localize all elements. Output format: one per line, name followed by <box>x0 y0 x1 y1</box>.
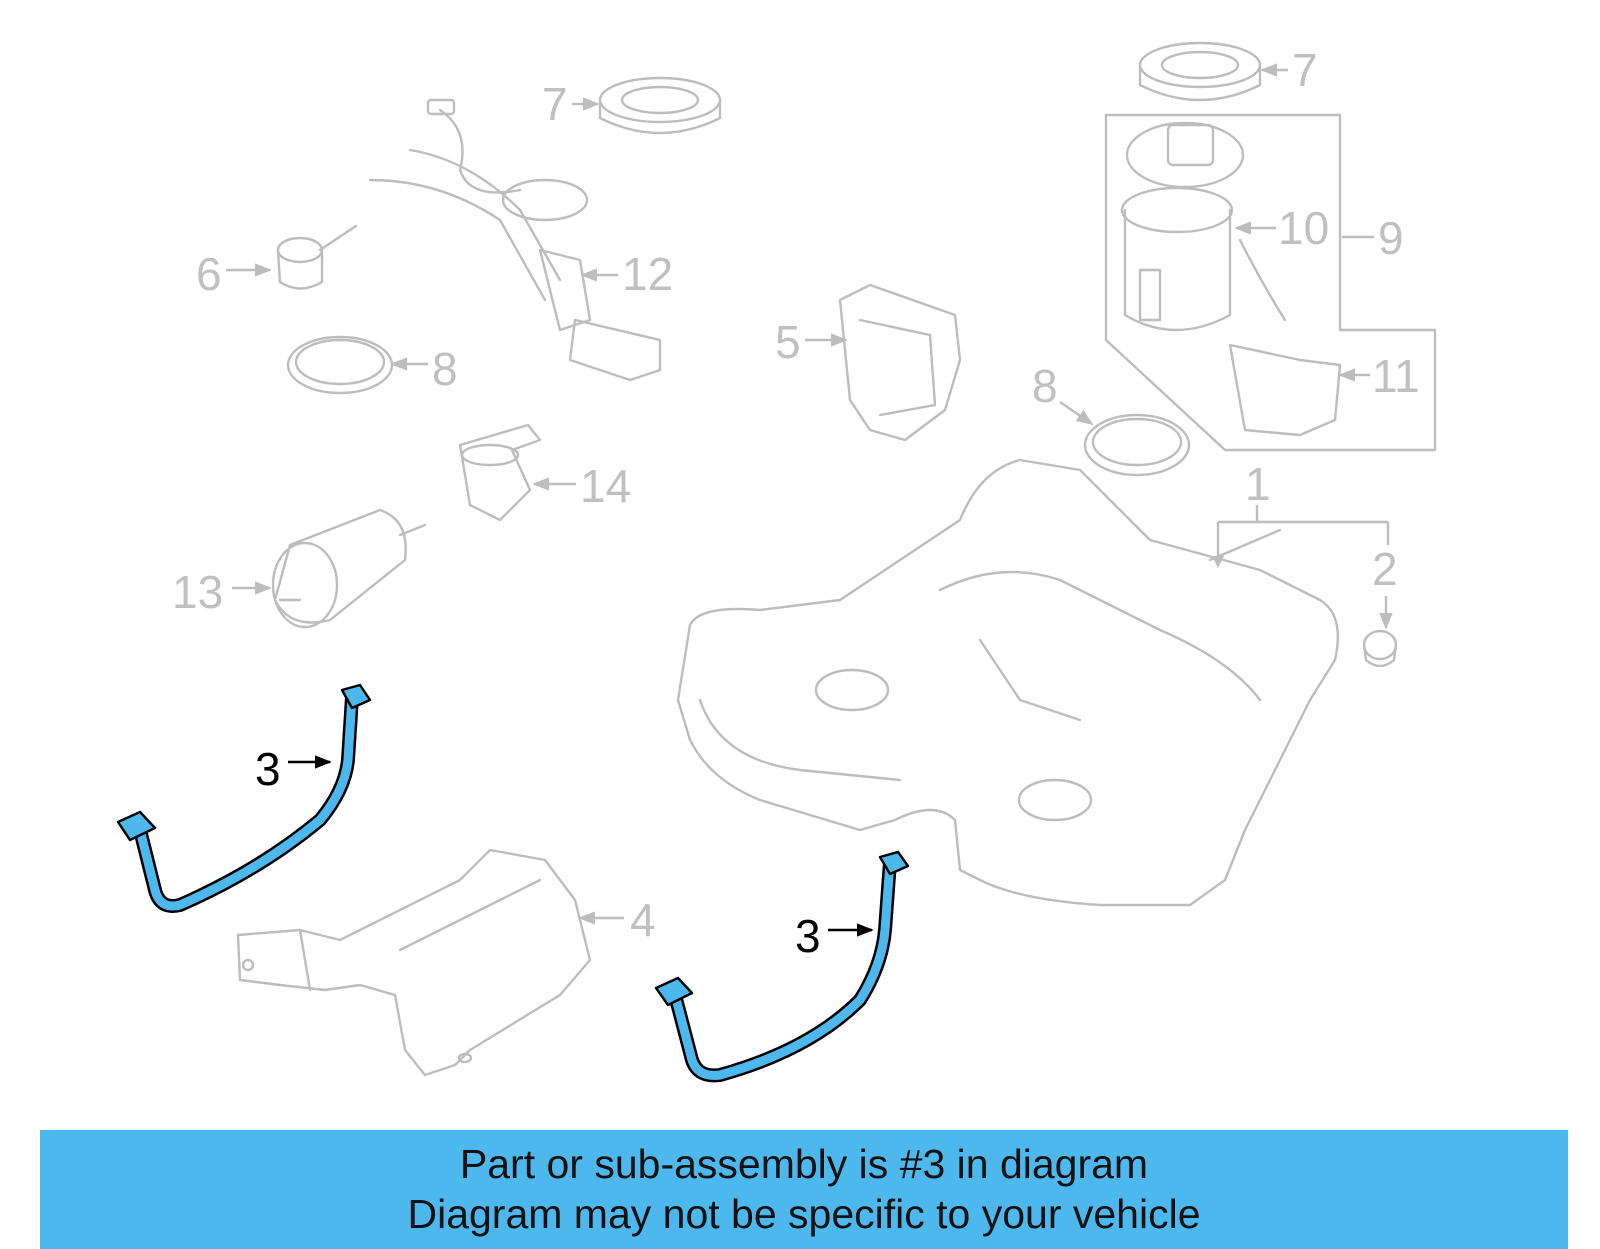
caption-line-1: Part or sub-assembly is #3 in diagram <box>459 1141 1149 1187</box>
lock-ring-part-7-left: 7 <box>542 76 722 135</box>
callout-2: 2 <box>1372 543 1398 595</box>
seal-part-8-right: 8 <box>1032 360 1191 477</box>
callout-7-right: 7 <box>1292 44 1318 96</box>
callout-3-right: 3 <box>795 910 821 962</box>
holder-part-14: 14 <box>458 423 631 522</box>
strap-bracket-top-left <box>340 683 372 710</box>
callout-8-right: 8 <box>1032 360 1058 412</box>
callout-13: 13 <box>172 566 223 618</box>
cap-part-2: 2 <box>1362 543 1398 668</box>
valve-part-6: 6 <box>196 224 358 300</box>
strap-bracket-bottom-right <box>654 976 694 1007</box>
callout-3-left: 3 <box>255 743 281 795</box>
tank-strap-part-3-right[interactable]: 3 <box>654 850 910 1083</box>
callout-10: 10 <box>1278 202 1329 254</box>
callout-8-left: 8 <box>432 343 458 395</box>
strap-bracket-top-right <box>878 850 910 876</box>
callout-5: 5 <box>775 316 801 368</box>
callout-1: 1 <box>1245 458 1271 510</box>
caption-line-2: Diagram may not be specific to your vehi… <box>407 1191 1201 1237</box>
fuel-tank-part-1: 1 <box>676 458 1390 907</box>
tank-strap-part-3-left[interactable]: 3 <box>116 683 372 913</box>
callout-4: 4 <box>630 894 656 946</box>
callout-9: 9 <box>1378 212 1404 264</box>
callout-7-left: 7 <box>542 78 568 130</box>
heat-shield-part-4: 4 <box>236 848 656 1077</box>
caption-banner: Part or sub-assembly is #3 in diagram Di… <box>40 1130 1568 1249</box>
seal-part-8-left: 8 <box>286 335 458 395</box>
strap-bracket-bottom-left <box>116 810 157 842</box>
callout-12: 12 <box>622 248 673 300</box>
callout-11: 11 <box>1372 350 1420 402</box>
lock-ring-part-7-right: 7 <box>1138 41 1318 102</box>
baffle-part-5: 5 <box>775 283 962 442</box>
callout-14: 14 <box>580 460 631 512</box>
callout-6: 6 <box>196 248 222 300</box>
sending-unit-part-12: 12 <box>368 98 673 382</box>
fuel-filter-part-13: 13 <box>172 508 427 629</box>
fuel-pump-assembly-part-9: 10 9 11 <box>1104 113 1437 452</box>
